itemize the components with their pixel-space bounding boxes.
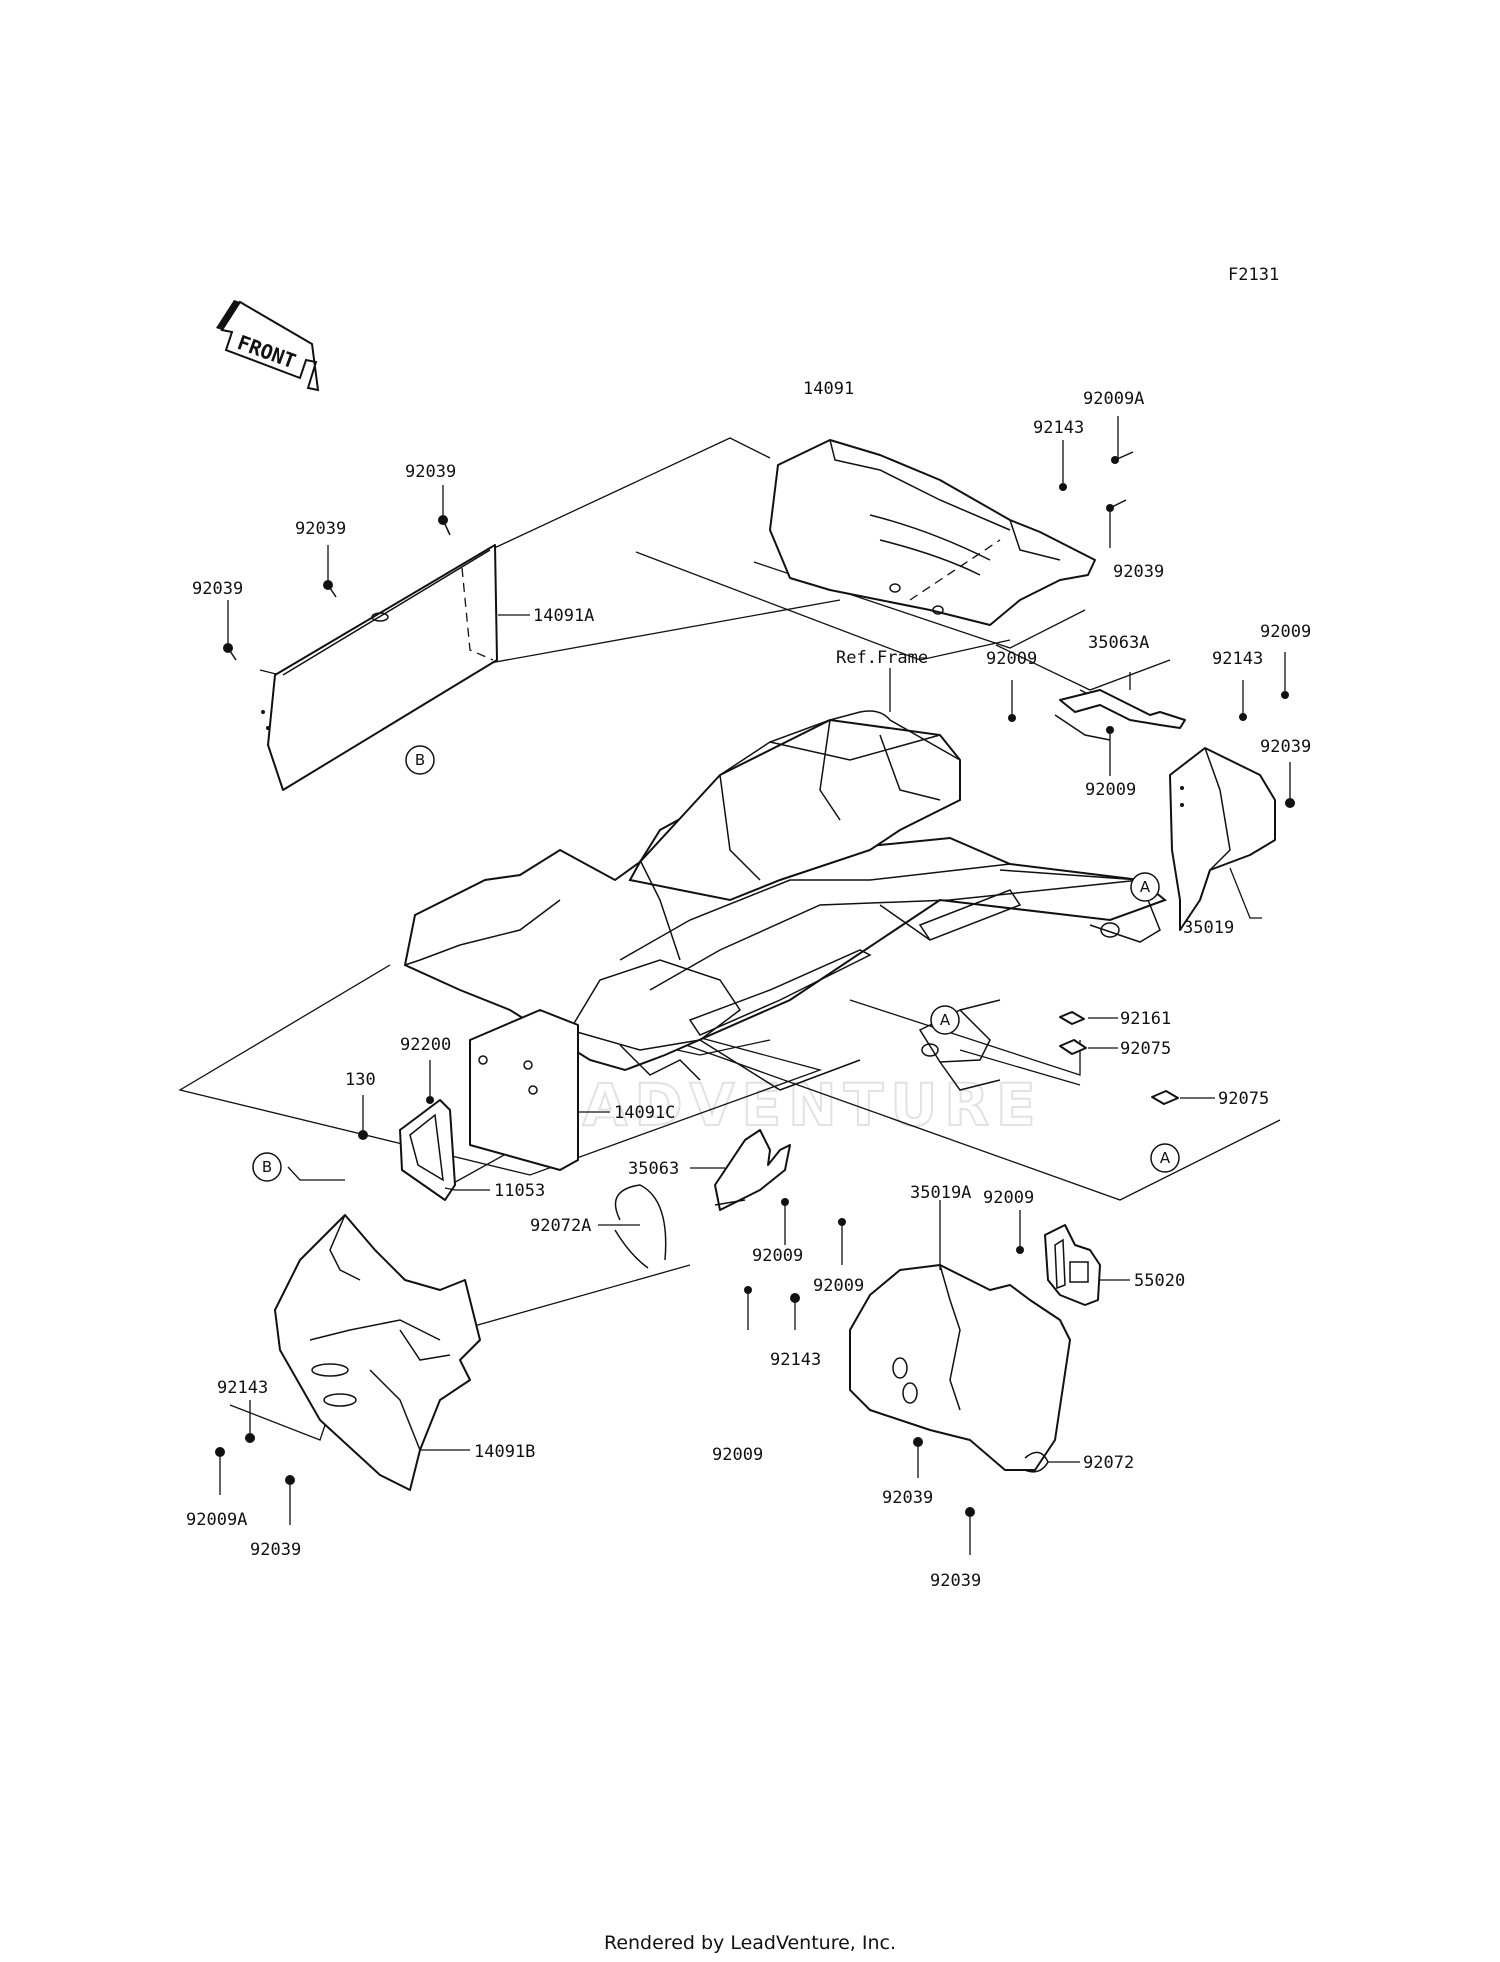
part-35063A-bracket (1054, 689, 1186, 741)
bolt-icon (323, 580, 337, 598)
bolt-icon (744, 1286, 752, 1294)
label-92009-mid2: 92009 (1085, 780, 1136, 800)
part-14091B-front-cover (274, 1214, 481, 1491)
washer-icon (1151, 1090, 1179, 1105)
svg-text:A: A (1160, 1149, 1171, 1167)
label-92009A-bl: 92009A (186, 1510, 247, 1530)
part-14091A-side-panel (261, 544, 498, 791)
part-55020-bracket (1044, 1224, 1101, 1306)
washer-icon (790, 1293, 800, 1303)
bolt-icon (1106, 726, 1114, 734)
label-14091A: 14091A (533, 606, 594, 626)
label-92039-br1: 92039 (882, 1488, 933, 1508)
bolt-icon (1111, 451, 1134, 464)
label-35063A: 35063A (1088, 633, 1149, 653)
bolt-icon (1106, 499, 1127, 512)
label-92143-right: 92143 (1212, 649, 1263, 669)
label-92039-c: 92039 (192, 579, 243, 599)
label-92039-a: 92039 (405, 462, 456, 482)
part-35019-mudguard (1169, 747, 1276, 931)
bolt-icon (1008, 714, 1016, 722)
label-35063: 35063 (628, 1159, 679, 1179)
label-92009-mid: 92009 (986, 649, 1037, 669)
label-55020: 55020 (1134, 1271, 1185, 1291)
bolt-icon (285, 1475, 295, 1485)
part-35063-bracket (714, 1129, 791, 1211)
diagram-code: F2131 (1228, 265, 1279, 285)
bolt-icon (965, 1507, 975, 1517)
label-92009A-top: 92009A (1083, 389, 1144, 409)
svg-text:B: B (415, 751, 425, 769)
part-92072A-band (614, 1184, 667, 1269)
bolt-icon (838, 1218, 846, 1226)
label-11053: 11053 (494, 1181, 545, 1201)
label-92143-br: 92143 (770, 1350, 821, 1370)
label-92161: 92161 (1120, 1009, 1171, 1029)
label-14091: 14091 (803, 379, 854, 399)
bolt-icon (358, 1130, 368, 1140)
fasteners (215, 451, 1295, 1517)
front-arrow-icon: FRONT (216, 300, 320, 392)
callout-a-low: A (1150, 1143, 1180, 1173)
part-14091-rear-cover (769, 439, 1096, 626)
washer-icon (426, 1096, 434, 1104)
washer-icon (1059, 1011, 1085, 1025)
bolt-icon (215, 1447, 225, 1457)
label-92039-br2: 92039 (930, 1571, 981, 1591)
watermark-text: LEADVENTURE (492, 1071, 1043, 1139)
label-92143-top: 92143 (1033, 418, 1084, 438)
label-35019A: 35019A (910, 1183, 971, 1203)
bolt-icon (223, 643, 237, 661)
label-92072: 92072 (1083, 1453, 1134, 1473)
callout-a-right: A (1130, 872, 1160, 902)
part-14091C-plate (469, 1009, 579, 1171)
label-92072A: 92072A (530, 1216, 591, 1236)
label-92039-topright: 92039 (1113, 562, 1164, 582)
washer-icon (1239, 713, 1247, 721)
label-92009-lo1: 92009 (752, 1246, 803, 1266)
part-35019A-mudguard (849, 1264, 1071, 1471)
label-92075-b: 92075 (1218, 1089, 1269, 1109)
svg-text:A: A (940, 1011, 951, 1029)
bolt-icon (1016, 1246, 1024, 1254)
label-14091B: 14091B (474, 1442, 535, 1462)
label-92039-bl: 92039 (250, 1540, 301, 1560)
vehicle-frame (403, 710, 1168, 1091)
label-92039-right: 92039 (1260, 737, 1311, 757)
ref-frame-label: Ref.Frame (836, 648, 928, 668)
callout-a-mid: A (930, 1005, 960, 1035)
bolt-icon (781, 1198, 789, 1206)
label-92009-br: 92009 (712, 1445, 763, 1465)
label-130: 130 (345, 1070, 376, 1090)
label-92009-lo2: 92009 (813, 1276, 864, 1296)
label-92200: 92200 (400, 1035, 451, 1055)
leader-lines (219, 416, 1291, 1555)
label-14091C: 14091C (614, 1103, 675, 1123)
bolt-icon (438, 515, 451, 536)
bolt-icon (1285, 798, 1295, 808)
bolt-icon (1281, 691, 1289, 699)
label-92039-b: 92039 (295, 519, 346, 539)
callout-b-bottom: B (252, 1152, 282, 1182)
callout-b-top: B (405, 745, 435, 775)
svg-text:B: B (262, 1158, 272, 1176)
footer-credit: Rendered by LeadVenture, Inc. (603, 1932, 897, 1954)
washer-icon (1059, 1039, 1087, 1055)
label-92009-lo3: 92009 (983, 1188, 1034, 1208)
label-92009-right: 92009 (1260, 622, 1311, 642)
bolt-icon (913, 1437, 923, 1447)
part-11053-gasket (399, 1099, 456, 1201)
label-92143-bl: 92143 (217, 1378, 268, 1398)
part-labels: 14091 92009A 92143 92039 92039 92039 920… (186, 379, 1311, 1591)
label-35019: 35019 (1183, 918, 1234, 938)
svg-text:A: A (1140, 878, 1151, 896)
label-92075-a: 92075 (1120, 1039, 1171, 1059)
washer-icon (1059, 483, 1067, 491)
